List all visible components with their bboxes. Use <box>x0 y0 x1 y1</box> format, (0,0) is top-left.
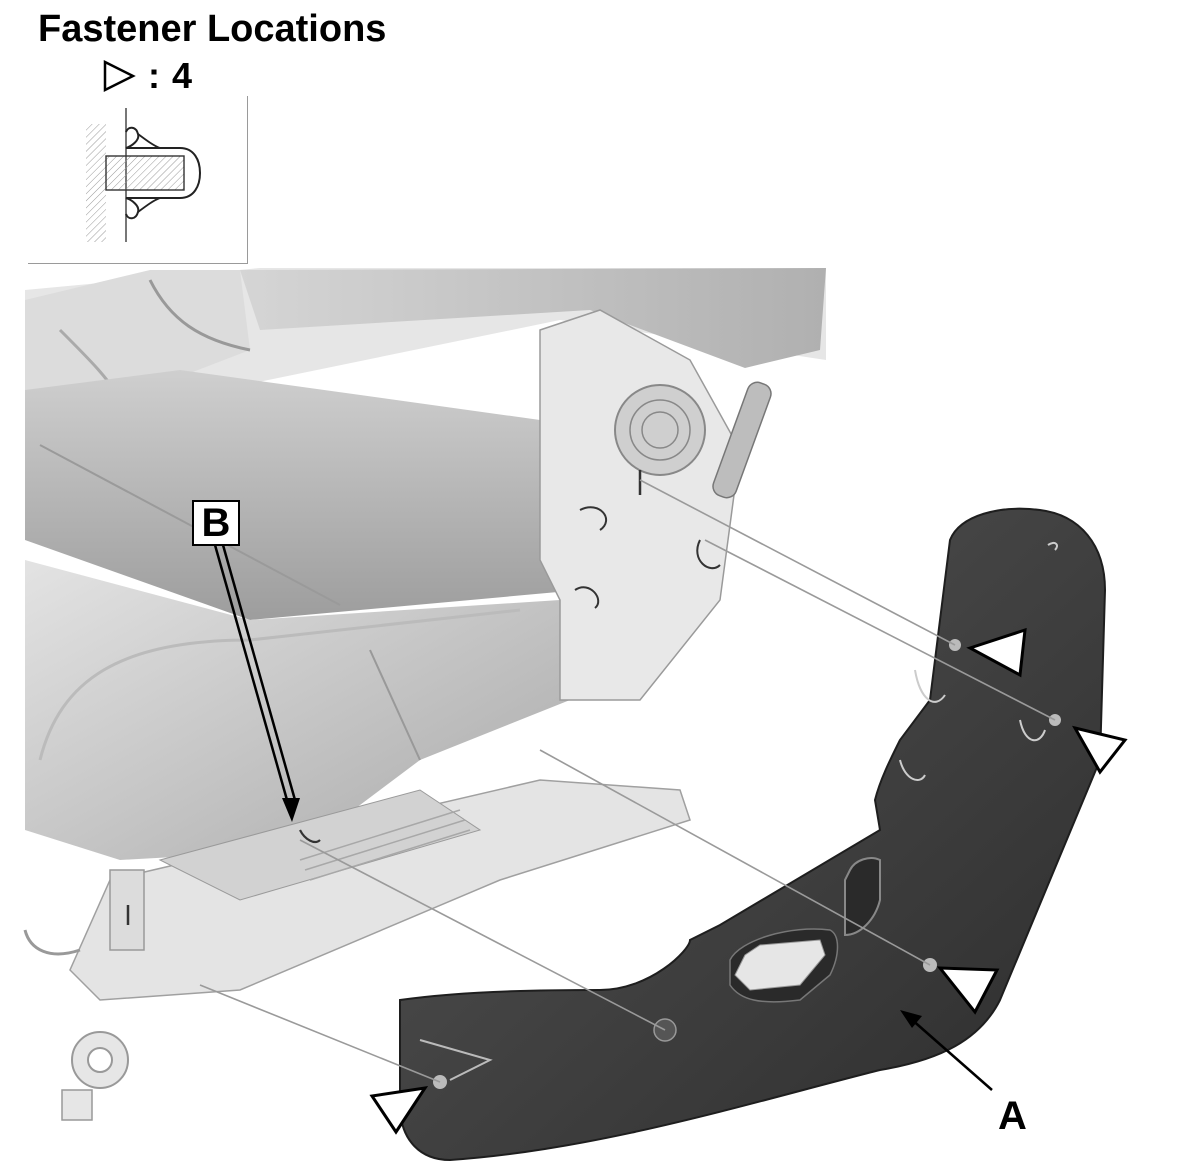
legend-count-value: 4 <box>172 55 193 96</box>
fastener-pointer-1 <box>966 627 1027 678</box>
callout-label-b: B <box>192 500 240 546</box>
seat-rail <box>23 779 691 1121</box>
page-title: Fastener Locations <box>38 8 387 50</box>
alignment-lines <box>199 479 1056 1083</box>
fastener-pointer-4 <box>369 1086 429 1135</box>
fastener-pointers <box>369 627 1128 1135</box>
leader-arrow-b <box>213 544 300 822</box>
fastener-pointer-2 <box>1071 725 1128 775</box>
clip-detail-inset <box>28 96 248 264</box>
seat-cushion <box>25 370 580 860</box>
seat-side-cover <box>399 507 1107 1162</box>
triangle-pointer-icon <box>103 59 136 93</box>
recliner-frame <box>539 309 772 701</box>
fastener-pointer-3 <box>936 966 1000 1015</box>
callout-label-a: A <box>998 1094 1027 1138</box>
fastener-count-legend: : 4 <box>102 55 193 96</box>
leader-arrow-a <box>900 1010 993 1091</box>
clip-detail-icon <box>86 108 202 242</box>
legend-separator: : <box>148 55 160 96</box>
